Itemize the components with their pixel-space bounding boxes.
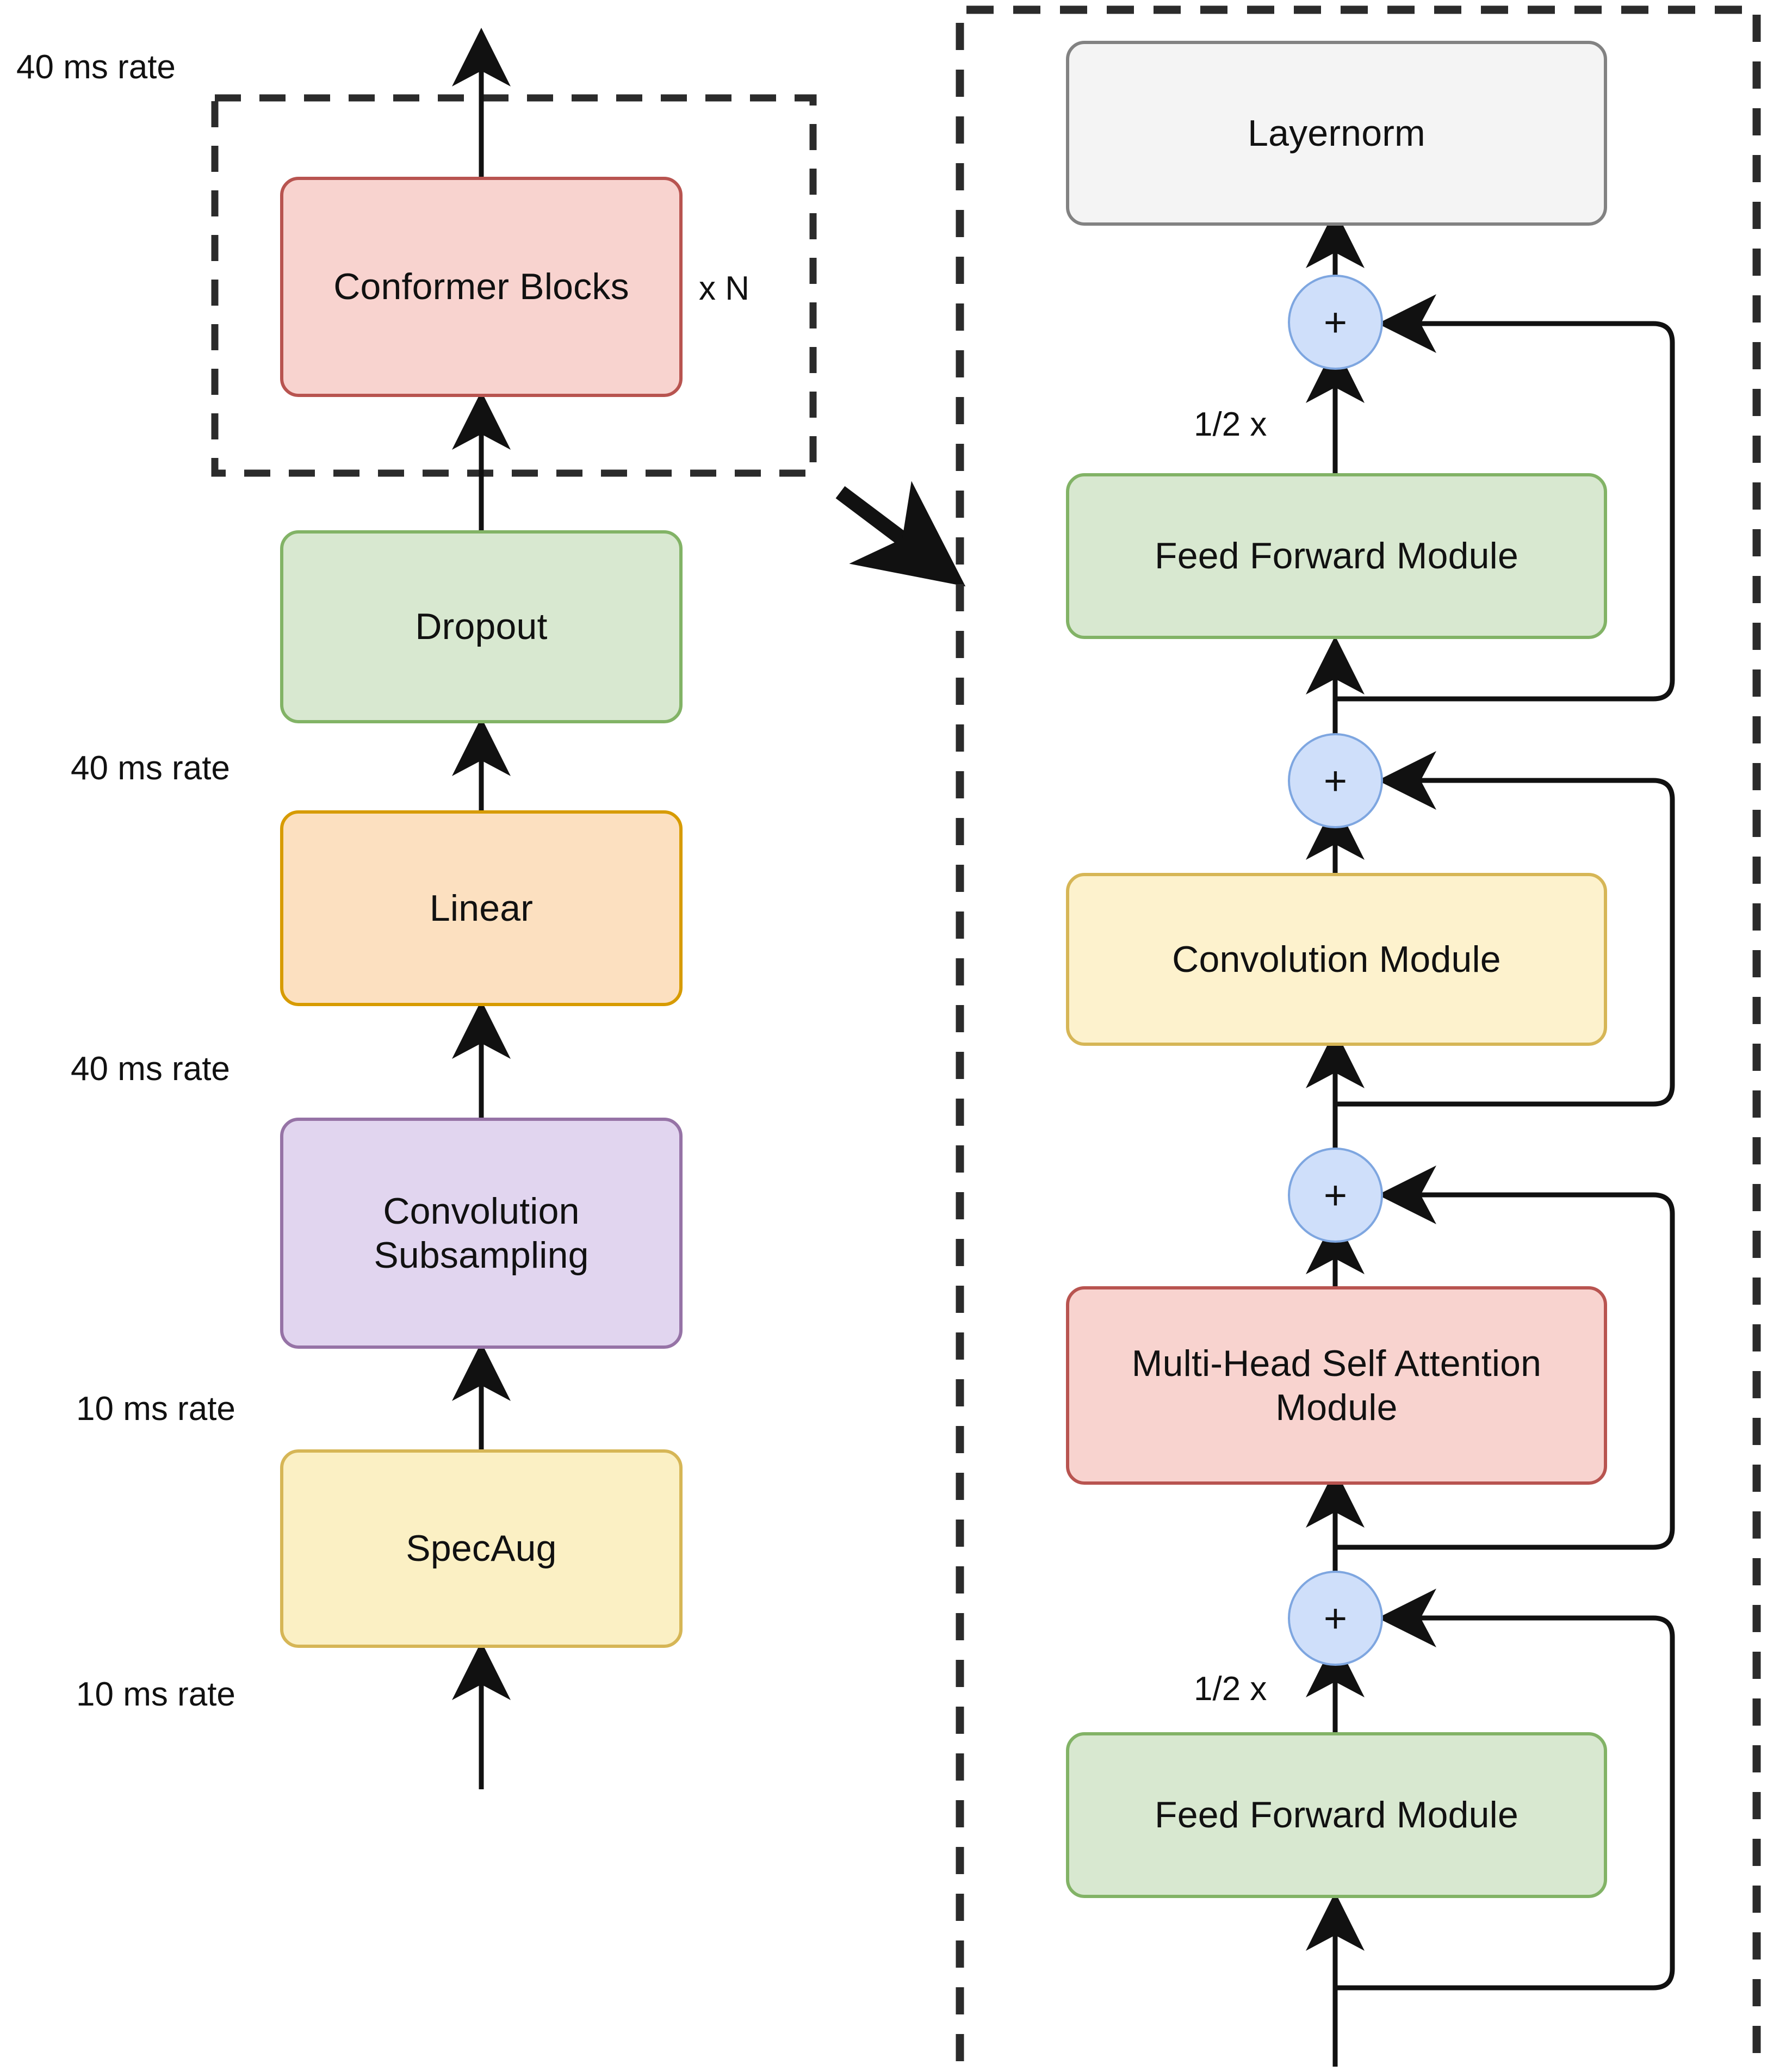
node-feed-forward-bottom[interactable]: Feed Forward Module (1066, 1732, 1607, 1898)
plus-icon: + (1323, 299, 1348, 345)
node-label-feed-forward-bottom: Feed Forward Module (1155, 1794, 1518, 1836)
node-mhsa-module[interactable]: Multi-Head Self Attention Module (1066, 1286, 1607, 1485)
node-conformer-blocks[interactable]: Conformer Blocks (280, 177, 683, 397)
node-label-layernorm: Layernorm (1248, 112, 1425, 154)
add-node-3[interactable]: + (1288, 733, 1383, 828)
node-specaug[interactable]: SpecAug (280, 1449, 683, 1648)
label-rate-specaug-output: 10 ms rate (76, 1390, 235, 1428)
residual-connection-2 (1335, 1165, 1675, 1550)
node-linear[interactable]: Linear (280, 810, 683, 1006)
node-label-specaug: SpecAug (406, 1528, 557, 1570)
add-node-2[interactable]: + (1288, 1148, 1383, 1243)
plus-icon: + (1323, 758, 1348, 803)
node-label-convolution-subsampling-line2: Subsampling (374, 1234, 589, 1276)
residual-connection-4 (1335, 294, 1675, 702)
label-x-n: x N (699, 270, 749, 307)
node-label-conformer-blocks: Conformer Blocks (333, 266, 629, 308)
conformer-block-dashed-border (956, 5, 1761, 2061)
residual-connection-1 (1335, 1589, 1675, 1991)
node-label-dropout: Dropout (415, 606, 548, 648)
node-label-mhsa-line1: Multi-Head Self Attention (1131, 1343, 1542, 1385)
node-feed-forward-top[interactable]: Feed Forward Module (1066, 473, 1607, 639)
label-half-x-bottom: 1/2 x (1194, 1670, 1267, 1708)
label-rate-output: 40 ms rate (16, 48, 176, 86)
node-label-feed-forward-top: Feed Forward Module (1155, 535, 1518, 577)
node-label-convolution-subsampling-line1: Convolution (383, 1190, 580, 1232)
expansion-arrow (835, 481, 966, 587)
label-half-x-top: 1/2 x (1194, 406, 1267, 443)
node-dropout[interactable]: Dropout (280, 530, 683, 723)
node-label-linear: Linear (429, 887, 534, 929)
add-node-1[interactable]: + (1288, 1571, 1383, 1666)
node-layernorm[interactable]: Layernorm (1066, 41, 1607, 226)
conformer-group-dashed-border (211, 94, 817, 477)
add-node-4[interactable]: + (1288, 275, 1383, 370)
node-convolution-module[interactable]: Convolution Module (1066, 873, 1607, 1046)
node-label-convolution-module: Convolution Module (1172, 938, 1501, 980)
node-label-mhsa-line2: Module (1275, 1386, 1398, 1428)
label-rate-input: 10 ms rate (76, 1676, 235, 1713)
residual-connection-3 (1335, 751, 1675, 1107)
node-convolution-subsampling[interactable]: Convolution Subsampling (280, 1118, 683, 1349)
plus-icon: + (1323, 1595, 1348, 1641)
label-rate-linear-input: 40 ms rate (71, 1050, 230, 1088)
label-rate-dropout-input: 40 ms rate (71, 749, 230, 787)
plus-icon: + (1323, 1172, 1348, 1218)
